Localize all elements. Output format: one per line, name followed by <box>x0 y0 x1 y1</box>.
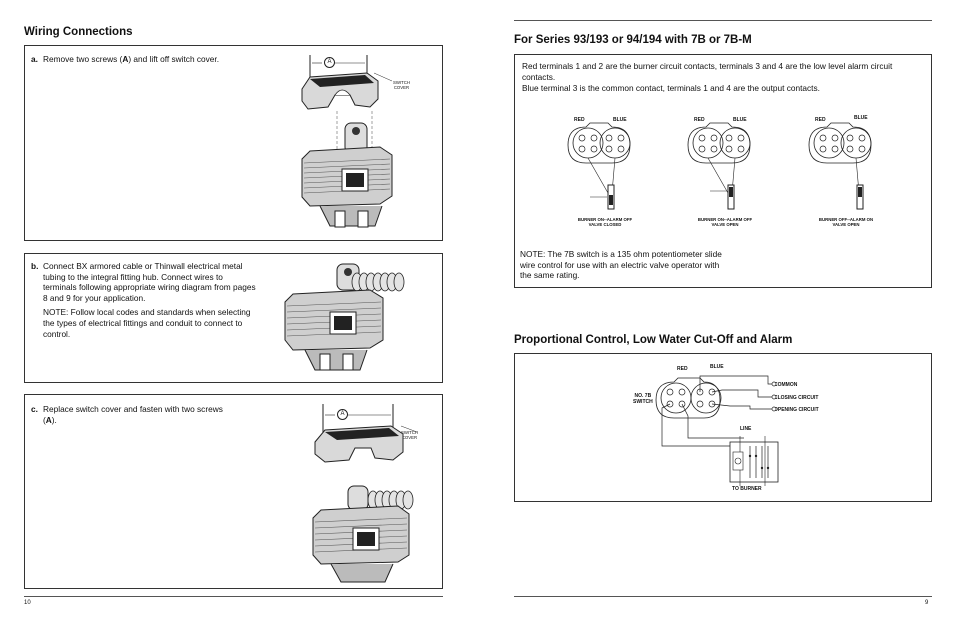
switch-2-schematic <box>687 122 751 210</box>
step-a-text-pre: Remove two screws ( <box>43 54 123 64</box>
switch-1-caption: BURNER ON--ALARM OFF VALVE CLOSED <box>555 217 655 227</box>
switch-2-blue-label: BLUE <box>733 117 747 123</box>
switch-1-red-label: RED <box>574 117 585 123</box>
closing-circuit-label: CLOSING CIRCUIT <box>774 395 819 401</box>
series-switch-panel: Red terminals 1 and 2 are the burner cir… <box>514 54 932 288</box>
switch-1-caption-2: VALVE CLOSED <box>588 222 622 227</box>
left-heading: Wiring Connections <box>24 26 133 38</box>
right-footer-rule <box>514 596 932 597</box>
left-page-number: 10 <box>24 600 31 606</box>
right-top-rule <box>514 20 932 21</box>
wiring-switch-label: NO. 7B SWITCH <box>633 393 653 405</box>
switch-2-caption: BURNER ON--ALARM OFF VALVE OPEN <box>675 217 775 227</box>
switch-2-caption-1: BURNER ON--ALARM OFF <box>697 217 753 222</box>
switch-cover-label-a: SWITCH COVER <box>393 80 410 90</box>
switch-1-caption-1: BURNER ON--ALARM OFF <box>577 217 633 222</box>
step-a-text: a. Remove two screws (A) and lift off sw… <box>31 54 231 65</box>
wiring-switch-line1: NO. 7B <box>634 393 652 399</box>
switch-diagram-3: RED BLUE BURNER OFF--ALARM ON VALVE OPEN <box>801 113 891 233</box>
switch-cover-label-a-line1: SWITCH <box>393 80 410 85</box>
intro-line-1: Red terminals 1 and 2 are the burner cir… <box>522 61 893 82</box>
switch-cover-label-c: SWITCH COVER <box>401 430 418 440</box>
step-c-letter: c. <box>31 404 38 414</box>
callout-a-bottom: A <box>337 409 348 420</box>
intro-text: Red terminals 1 and 2 are the burner cir… <box>522 61 922 94</box>
wiring-red-label: RED <box>677 366 688 372</box>
intro-line-2: Blue terminal 3 is the common contact, t… <box>522 83 820 94</box>
step-a-text-bold: A <box>122 54 129 64</box>
step-c-text-post: ). <box>51 414 57 425</box>
switch-cover-label-c-line2: COVER <box>401 435 418 440</box>
right-heading-2: Proportional Control, Low Water Cut-Off … <box>514 334 793 346</box>
callout-a-top: A <box>324 57 335 68</box>
wiring-switch-line2: SWITCH <box>633 399 653 405</box>
right-heading-1: For Series 93/193 or 94/194 with 7B or 7… <box>514 34 752 46</box>
control-with-conduit-illustration <box>284 263 405 371</box>
switch-cover-label-c-line1: SWITCH <box>401 430 418 435</box>
step-c-panel: c. Replace switch cover and fasten with … <box>24 394 443 589</box>
step-b-para1: Connect BX armored cable or Thinwall ele… <box>43 261 256 303</box>
to-burner-label: TO BURNER <box>732 486 762 492</box>
opening-circuit-label: OPENING CIRCUIT <box>774 407 819 413</box>
step-a-text-post: ) and lift off switch cover. <box>128 54 220 64</box>
wiring-blue-label: BLUE <box>710 364 724 370</box>
step-c-text: c. Replace switch cover and fasten with … <box>31 404 241 425</box>
proportional-wiring-schematic <box>655 375 779 486</box>
step-b-letter: b. <box>31 261 39 271</box>
switch-1-blue-label: BLUE <box>613 117 627 123</box>
switch-1-schematic <box>567 122 631 210</box>
switch-3-red-label: RED <box>815 117 826 123</box>
step-b-para2: NOTE: Follow local codes and standards w… <box>43 307 251 339</box>
proportional-wiring-panel: RED BLUE NO. 7B SWITCH COMMON CLOSING CI… <box>514 353 932 502</box>
switch-3-schematic <box>808 122 872 210</box>
switch-2-caption-2: VALVE OPEN <box>711 222 739 227</box>
common-label: COMMON <box>774 382 798 388</box>
step-a-letter: a. <box>31 54 38 64</box>
switch-cover-label-a-line2: COVER <box>393 85 410 90</box>
switch-diagram-1: RED BLUE BURNER ON--ALARM OFF VALVE CLOS… <box>560 113 650 233</box>
step-b-text: Connect BX armored cable or Thinwall ele… <box>43 261 256 339</box>
switch-3-blue-label: BLUE <box>854 115 868 121</box>
step-a-panel: a. Remove two screws (A) and lift off sw… <box>24 45 443 241</box>
step-c-text-pre: Replace switch cover and fasten with two… <box>43 404 223 425</box>
switch-2-red-label: RED <box>694 117 705 123</box>
control-reassembly-illustration <box>312 404 418 583</box>
switch-3-caption: BURNER OFF--ALARM ON VALVE OPEN <box>796 217 896 227</box>
right-page-number: 9 <box>925 600 929 606</box>
step-b-panel: b. Connect BX armored cable or Thinwall … <box>24 253 443 383</box>
line-label: LINE <box>740 426 752 432</box>
switch-diagram-2: RED BLUE BURNER ON--ALARM OFF VALVE OPEN <box>680 113 770 233</box>
switch-3-caption-1: BURNER OFF--ALARM ON <box>818 217 874 222</box>
switch-3-caption-2: VALVE OPEN <box>832 222 860 227</box>
potentiometer-note: NOTE: The 7B switch is a 135 ohm potenti… <box>520 249 722 281</box>
step-c-text-bold: A <box>45 414 52 425</box>
control-exploded-illustration <box>301 55 393 228</box>
left-footer-rule <box>24 596 443 597</box>
